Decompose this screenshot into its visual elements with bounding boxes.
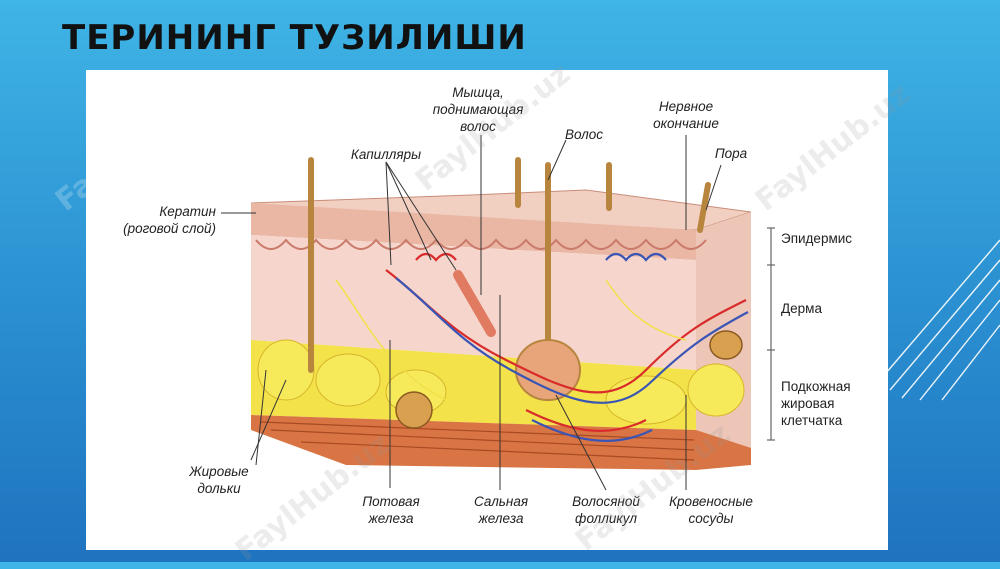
skin-cross-section [221,135,775,491]
label-epidermis: Эпидермис [781,231,853,246]
skin-diagram-panel: Кератин (роговой слой) Капилляры Мышца, … [86,70,888,550]
label-capillaries: Капилляры [350,147,422,162]
slide-title: ТЕРИНИНГ ТУЗИЛИШИ [62,18,527,58]
label-sebaceous-gland: Сальная железа [473,494,529,526]
label-keratin: Кератин (роговой слой) [123,204,216,236]
label-muscle: Мышца, поднимающая волос [432,85,524,134]
label-sweat-gland: Потовая железа [362,494,420,526]
label-hair: Волос [564,127,604,142]
label-nerve-ending: Нервное окончание [653,99,719,131]
hair-follicle-bulb [515,339,581,401]
label-hair-follicle: Волосяной фолликул [572,494,640,526]
arrector-muscle [453,270,496,337]
decorative-lines [880,239,1000,401]
epidermis-layer [251,203,696,260]
label-fat-lobules: Жировые дольки [189,464,249,496]
muscle-layer [251,415,751,470]
label-blood-vessels: Кровеносные сосуды [669,494,753,526]
label-dermis: Дерма [781,301,822,316]
label-pore: Пора [714,146,748,161]
label-hypodermis: Подкожная жировая клетчатка [781,379,851,428]
